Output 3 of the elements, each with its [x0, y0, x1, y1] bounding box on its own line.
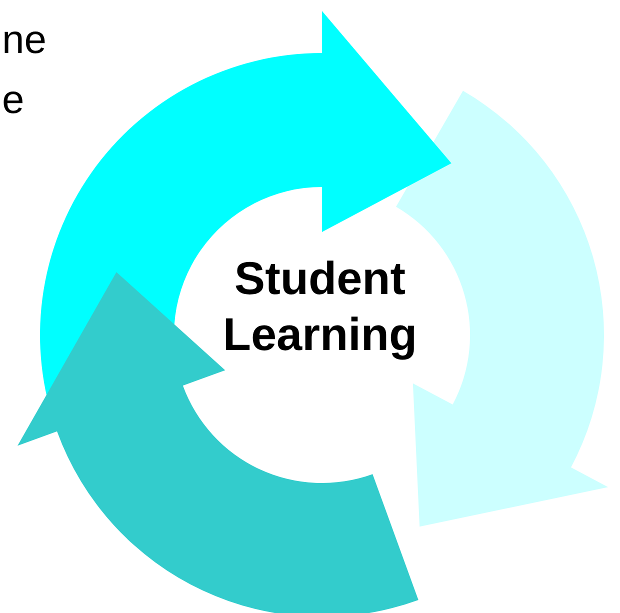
- text-fragment: e: [2, 78, 24, 122]
- center-label: Student Learning: [190, 250, 450, 362]
- text-fragment: ne: [2, 18, 46, 62]
